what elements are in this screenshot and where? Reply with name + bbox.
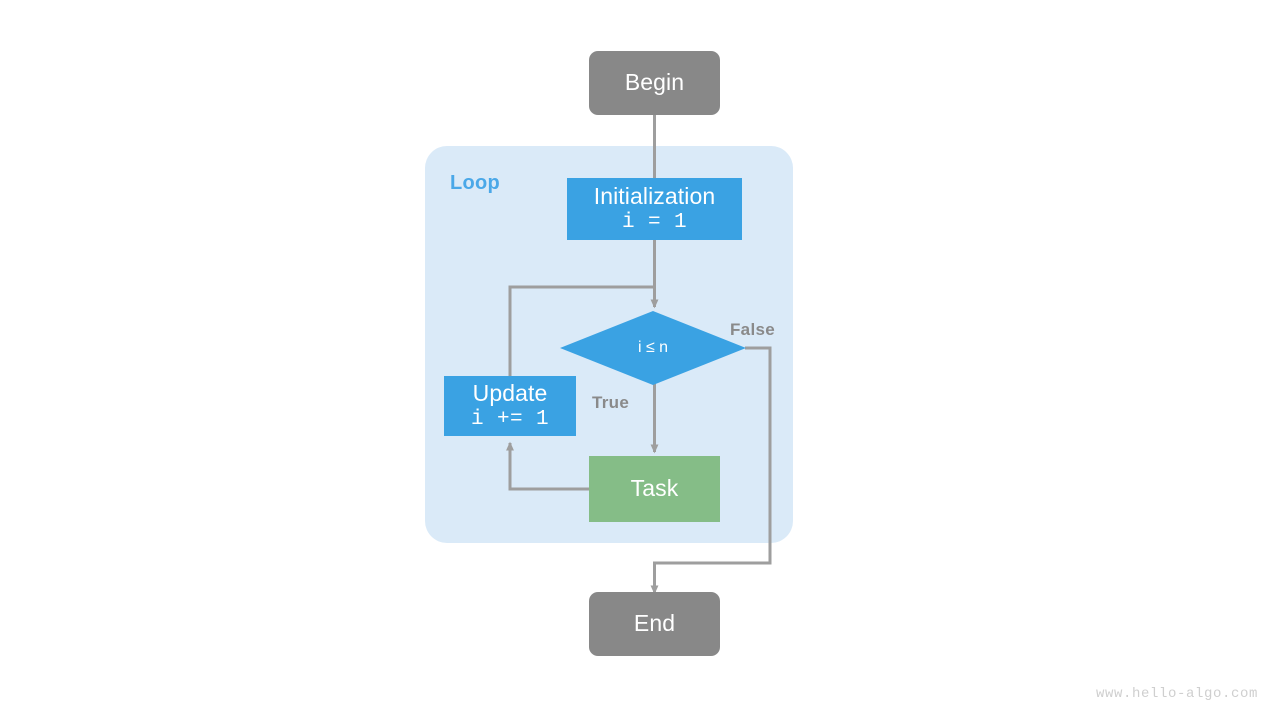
loop-container-label: Loop <box>450 172 501 194</box>
node-condition[interactable]: i ≤ n <box>560 311 746 385</box>
node-task-label: Task <box>630 475 679 502</box>
node-update-label: Update <box>472 379 548 406</box>
node-initialization[interactable]: Initialization i = 1 <box>567 178 742 240</box>
node-begin-label: Begin <box>624 69 685 96</box>
node-begin[interactable]: Begin <box>589 51 720 115</box>
edge-label-false: False <box>730 320 775 339</box>
node-initialization-code: i = 1 <box>621 210 687 234</box>
node-update[interactable]: Update i += 1 <box>444 376 576 436</box>
edge-label-true: True <box>592 393 630 412</box>
node-update-code: i += 1 <box>470 407 549 431</box>
node-condition-code: i ≤ n <box>637 339 669 356</box>
watermark: www.hello-algo.com <box>1095 686 1258 702</box>
node-initialization-label: Initialization <box>593 182 716 209</box>
node-task[interactable]: Task <box>589 456 720 522</box>
node-end-label: End <box>633 610 676 637</box>
node-end[interactable]: End <box>589 592 720 656</box>
